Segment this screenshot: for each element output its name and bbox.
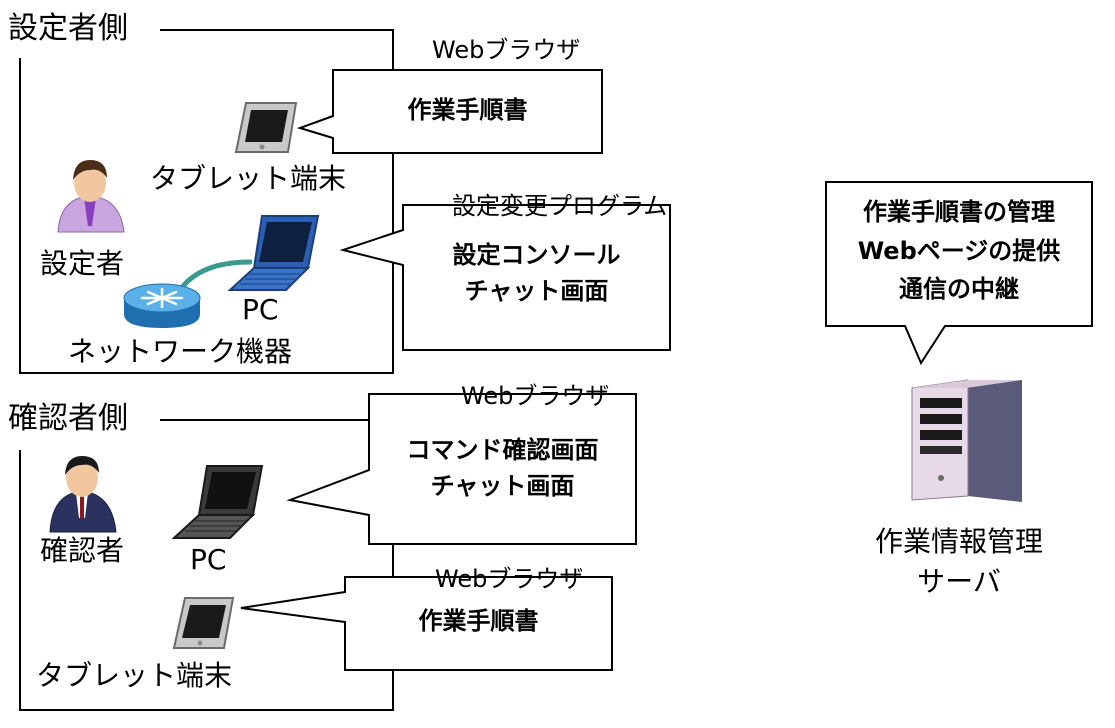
server-callout-line2: Webページの提供 [857, 237, 1061, 265]
checker-pc-callout-line1: コマンド確認画面 [406, 436, 599, 464]
checker-group-frame [19, 419, 394, 711]
checker-pc-callout-line2: チャット画面 [430, 472, 575, 500]
server-label-line2: サーバ [917, 565, 1001, 598]
checker-pc-label: PC [190, 543, 227, 576]
checker-pc-browser-label: Webブラウザ [461, 382, 610, 410]
checker-side-title: 確認者側 [8, 401, 128, 436]
setter-group-frame [19, 29, 394, 374]
setter-tablet-icon [234, 102, 298, 153]
callout-checker-tablet [240, 576, 613, 671]
router-icon [123, 283, 201, 328]
callout-server [825, 181, 1093, 366]
setter-tablet-label: タブレット端末 [150, 162, 347, 195]
callout-setter-pc [339, 204, 671, 351]
checker-tablet-callout-text: 作業手順書 [418, 607, 539, 635]
checker-person-label: 確認者 [40, 534, 125, 567]
setter-program-callout-line1: 設定コンソール [452, 241, 621, 269]
checker-person-icon [49, 456, 117, 533]
callout-setter-tablet [296, 69, 603, 154]
setter-program-callout-line2: チャット画面 [464, 277, 609, 305]
checker-tablet-label: タブレット端末 [36, 659, 233, 692]
server-callout-line3: 通信の中継 [899, 275, 1019, 303]
setter-program-label: 設定変更プログラム [452, 192, 668, 220]
setter-pc-label: PC [242, 293, 279, 326]
setter-pc-icon [227, 215, 320, 291]
checker-tablet-browser-label: Webブラウザ [435, 565, 584, 593]
setter-network-label: ネットワーク機器 [68, 335, 293, 368]
setter-side-title: 設定者側 [8, 11, 128, 46]
server-callout-line1: 作業手順書の管理 [863, 198, 1055, 226]
setter-person-label: 設定者 [40, 247, 125, 280]
setter-person-icon [57, 160, 125, 233]
checker-pc-icon [171, 465, 264, 539]
checker-tablet-icon [172, 597, 235, 649]
setter-browser-label: Webブラウザ [432, 36, 581, 64]
network-cable [177, 259, 253, 293]
setter-browser-callout-text: 作業手順書 [407, 96, 528, 124]
server-label-line1: 作業情報管理 [874, 525, 1043, 558]
callout-checker-pc [286, 393, 637, 545]
server-icon [911, 379, 1022, 502]
